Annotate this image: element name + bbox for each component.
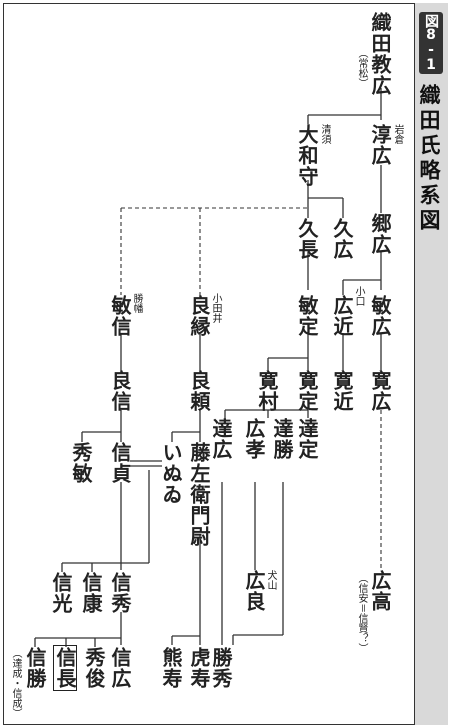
figure-sidebar <box>414 3 448 725</box>
person-tozaemon: 藤左衛門尉 <box>187 442 211 547</box>
person-hisahiro: 久広 <box>330 218 354 260</box>
person-hidetoshi2: 秀俊 <box>82 647 106 689</box>
person-hirosada: 寛定 <box>295 370 319 412</box>
person-nobunaga: 信長 <box>53 645 77 691</box>
person-hirochika2: 寛近 <box>330 370 354 412</box>
person-michisada: 達定 <box>295 418 319 460</box>
person-michikatsu: 達勝 <box>270 418 294 460</box>
person-michihiro: 達広 <box>209 418 233 460</box>
person-hiromura: 寛村 <box>255 370 279 412</box>
note-hirochika: 小口 <box>353 286 364 306</box>
note-yamatonokami: 清須 <box>319 124 330 144</box>
person-torahisa: 虎寿 <box>187 647 211 689</box>
person-toshisada: 敏定 <box>295 295 319 337</box>
person-kumahisa: 熊寿 <box>159 647 183 689</box>
note-yoshienishi: 小田井 <box>210 293 221 323</box>
person-yamatonokami: 大和守 <box>295 124 319 187</box>
person-hiroyoshi: 広良 <box>242 570 266 612</box>
person-toshinobu: 敏信 <box>108 295 132 337</box>
person-yoshienishi: 良縁 <box>187 295 211 337</box>
person-hisanaga: 久長 <box>295 218 319 260</box>
person-nobusada: 信貞 <box>108 442 132 484</box>
figure-title: 織田氏略系図 <box>417 84 441 234</box>
person-nobuhide: 信秀 <box>108 572 132 614</box>
note-nobukatsu: （達成・信成） <box>10 648 21 718</box>
person-nobuyasu: 信康 <box>79 572 103 614</box>
figure-badge: 図8-1 <box>419 12 443 74</box>
person-nobukatsu: 信勝 <box>23 647 47 689</box>
person-katsuhide: 勝秀 <box>209 647 233 689</box>
note-hiroyoshi: 犬山 <box>265 570 276 590</box>
person-hirohiro: 寛広 <box>368 370 392 412</box>
person-toshihiro2: 敏広 <box>368 295 392 337</box>
person-atsuhiro: 淳広 <box>368 124 392 166</box>
person-inunu: いぬゐ <box>159 442 183 505</box>
person-nobuhiro: 信広 <box>108 647 132 689</box>
note-toshinobu: 勝幡 <box>131 293 142 313</box>
person-yoshiyori: 良頼 <box>187 370 211 412</box>
person-yoshinobu: 良信 <box>108 370 132 412</box>
note-toshihiro: （常松） <box>356 48 367 88</box>
person-nobumitsu: 信光 <box>49 572 73 614</box>
person-gouhiro: 郷広 <box>368 213 392 255</box>
note-hirotaka: （信安＝信賢？） <box>356 573 367 653</box>
person-hidetoshi: 秀敏 <box>69 442 93 484</box>
person-hirotaka2: 広孝 <box>242 418 266 460</box>
person-hirochika: 広近 <box>330 295 354 337</box>
person-oda-toshihiro: 織田教広 <box>368 12 392 96</box>
person-hirotaka: 広高 <box>368 570 392 612</box>
note-atsuhiro: 岩倉 <box>392 124 403 144</box>
